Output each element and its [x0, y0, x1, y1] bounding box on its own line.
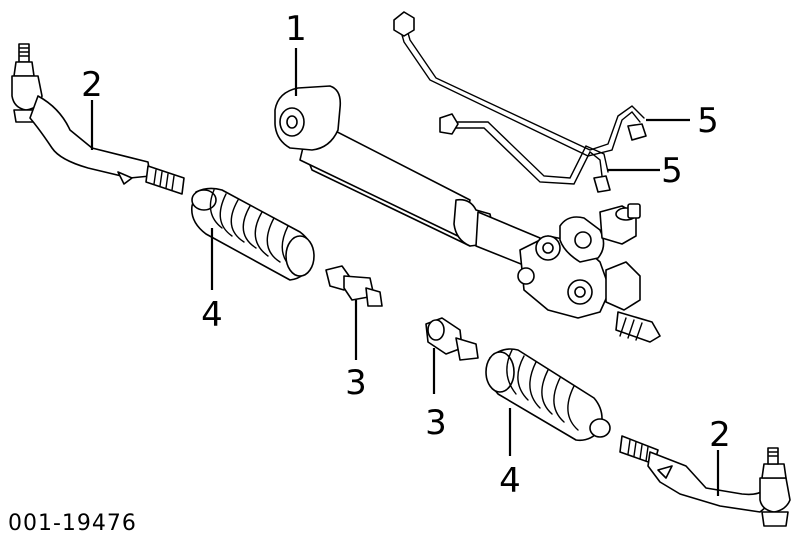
rack-boot-left [190, 187, 315, 281]
callout-5-line-lower: 5 [661, 151, 683, 191]
inner-tie-rod-right [425, 317, 479, 361]
callout-4-boot-left: 4 [201, 295, 223, 335]
outer-tie-rod-end-right [619, 435, 791, 527]
hydraulic-line-lower [439, 113, 611, 193]
hydraulic-line-upper [393, 11, 647, 157]
callout-2-tie-rod-end-right: 2 [709, 415, 731, 455]
steering-rack-assembly [274, 85, 661, 343]
leader-lines [90, 48, 720, 496]
callout-5-line-upper: 5 [697, 101, 719, 141]
callout-4-boot-right: 4 [499, 461, 521, 501]
callout-3-inner-tie-rod-left: 3 [345, 363, 367, 403]
callout-1-rack: 1 [285, 9, 307, 49]
inner-tie-rod-left [325, 265, 383, 307]
diagram-code: 001-19476 [8, 511, 137, 536]
callout-3-inner-tie-rod-right: 3 [425, 403, 447, 443]
rack-boot-right [485, 348, 611, 442]
outer-tie-rod-end-left [11, 43, 185, 195]
callout-2-tie-rod-end-left: 2 [81, 65, 103, 105]
